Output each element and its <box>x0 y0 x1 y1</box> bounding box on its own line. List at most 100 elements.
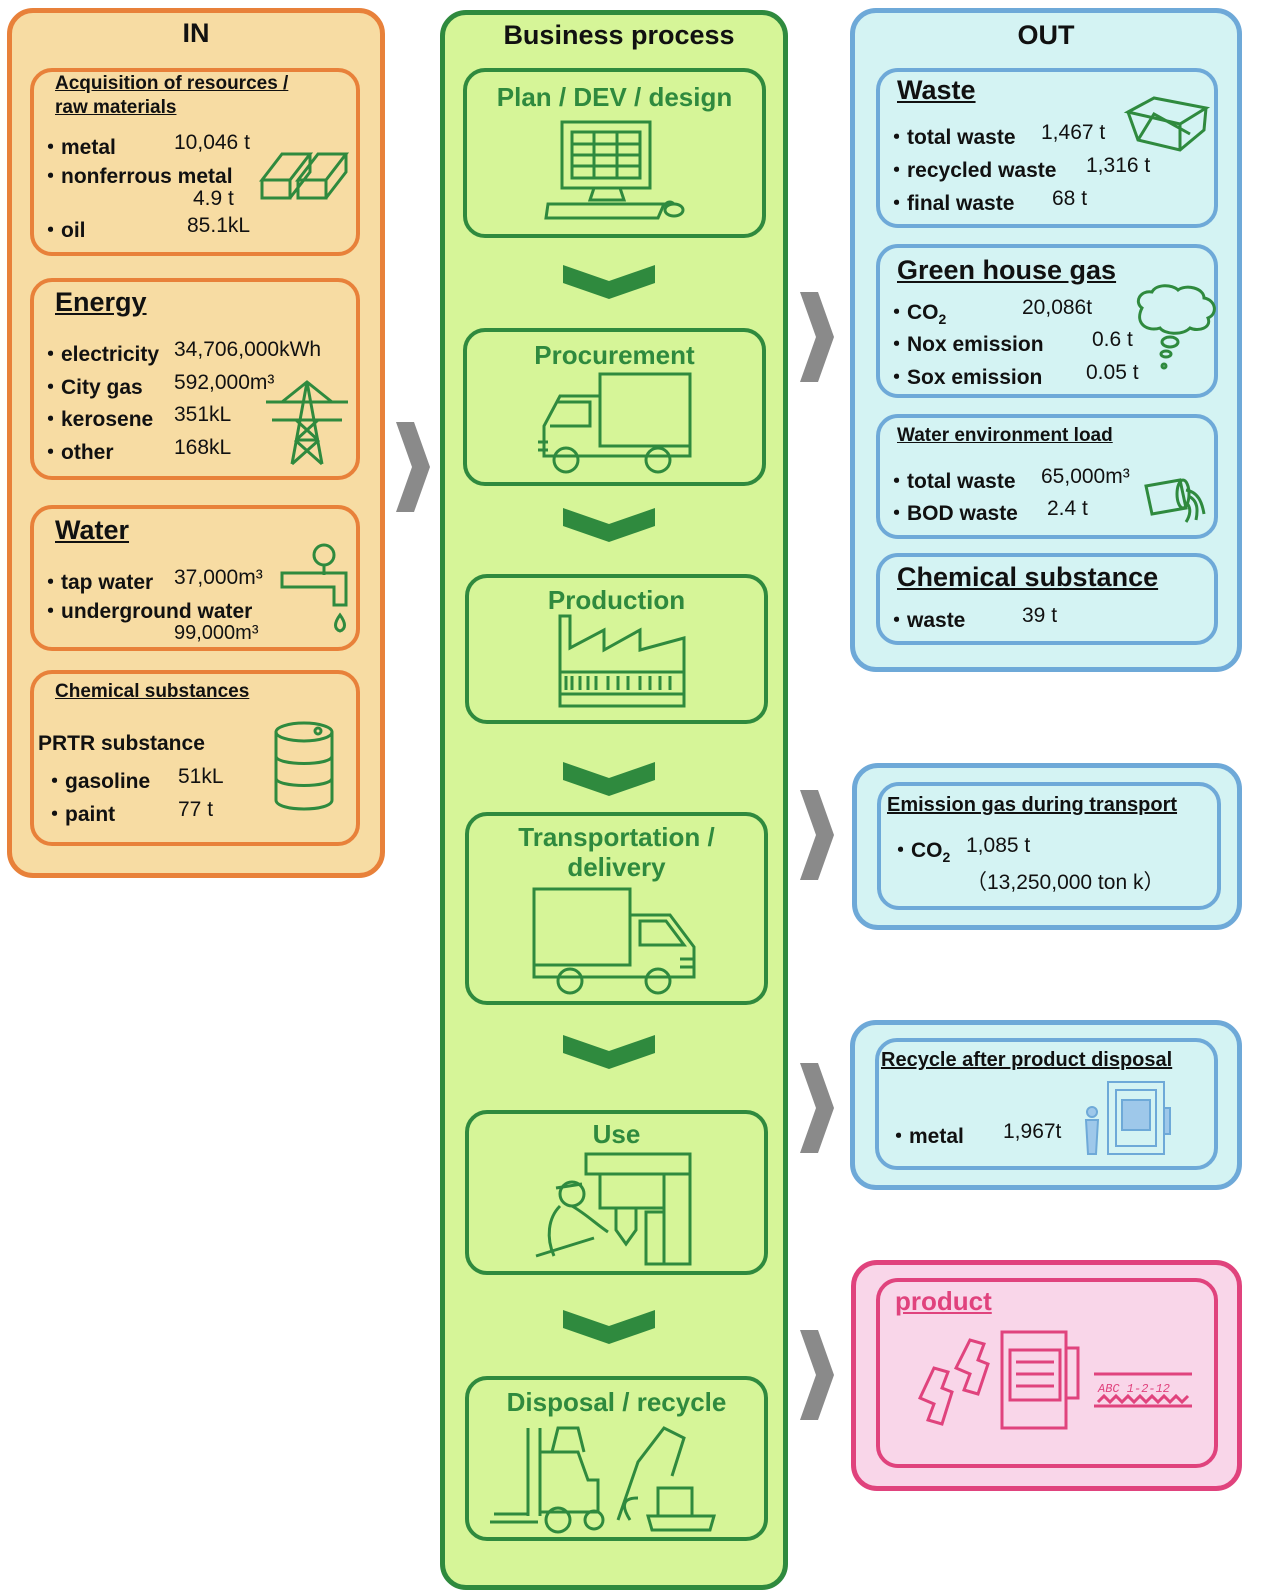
press-machine-icon <box>1084 1081 1171 1155</box>
chevron-down-icon <box>563 265 655 299</box>
step-procurement-label: Procurement <box>534 340 695 370</box>
arrow-transport <box>800 790 834 880</box>
gasoline-label: ・gasoline <box>44 770 151 793</box>
tap-value: 37,000m³ <box>174 566 263 589</box>
step-disposal-box: Disposal / recycle <box>465 1376 768 1541</box>
step-disposal-label: Disposal / recycle <box>506 1387 727 1417</box>
factory-icon <box>558 614 686 708</box>
arrow-process-to-out <box>800 292 834 382</box>
step-transport-label-2: delivery <box>567 852 666 882</box>
product-plate-text: ABC 1-2-12 <box>1097 1382 1170 1396</box>
recycle-metal-value: 1,967t <box>1003 1120 1062 1143</box>
oil-value: 85.1kL <box>187 214 251 237</box>
power-tower-icon <box>266 380 348 466</box>
water-box <box>30 505 360 651</box>
recycle-metal-label: ・metal <box>888 1125 964 1148</box>
forklift-excavator-icon <box>490 1426 716 1534</box>
recycled-waste-value: 1,316 t <box>1086 154 1151 177</box>
other-value: 168kL <box>174 436 232 459</box>
resources-title-1: Acquisition of resources / <box>55 73 289 94</box>
nox-label: ・Nox emission <box>886 333 1044 356</box>
ghg-title: Green house gas <box>897 255 1117 285</box>
electricity-value: 34,706,000kWh <box>174 338 322 361</box>
tap-label: ・tap water <box>40 571 154 594</box>
transport-box <box>877 782 1221 910</box>
recycled-waste-label: ・recycled waste <box>886 159 1057 182</box>
ghg-co2-text: ・CO <box>886 301 939 324</box>
kerosene-label: ・kerosene <box>40 408 154 431</box>
arrow-product <box>800 1330 834 1420</box>
waste-title: Waste <box>897 75 976 105</box>
citygas-label: ・City gas <box>40 376 143 399</box>
oil-label: ・oil <box>40 219 86 242</box>
cloud-icon <box>1136 284 1216 370</box>
waste-box <box>876 68 1218 228</box>
machine-operator-icon <box>535 1152 692 1266</box>
transport-title: Emission gas during transport <box>887 794 1178 816</box>
chemical-box <box>30 670 360 846</box>
recycle-title: Recycle after product disposal <box>881 1049 1173 1071</box>
final-waste-value: 68 t <box>1052 187 1088 210</box>
step-procurement-box: Procurement <box>463 328 766 486</box>
out-header: OUT <box>1017 20 1075 50</box>
drum-icon <box>274 721 334 811</box>
total-waste-label: ・total waste <box>886 126 1016 149</box>
product-title: product <box>895 1286 992 1316</box>
step-use-box: Use <box>465 1110 768 1275</box>
step-plan-label: Plan / DEV / design <box>496 82 733 112</box>
business-process-header: Business process <box>503 20 735 50</box>
step-transport-box: Transportation / delivery <box>465 812 768 1005</box>
metal-ingot-icon <box>258 152 350 200</box>
resources-title-2: raw materials <box>55 97 177 118</box>
bod-label: ・BOD waste <box>886 502 1018 525</box>
recycle-box <box>875 1038 1218 1170</box>
water-env-box <box>876 414 1218 539</box>
nox-value: 0.6 t <box>1092 328 1133 351</box>
pipe-outflow-icon <box>1144 478 1206 523</box>
faucet-icon <box>280 543 348 633</box>
water-title: Water <box>55 515 130 545</box>
gasoline-value: 51kL <box>178 765 224 788</box>
metal-label: ・metal <box>40 136 116 159</box>
ghg-co2-value: 20,086t <box>1022 296 1093 319</box>
underground-label: ・underground water <box>40 600 253 623</box>
citygas-value: 592,000m³ <box>174 371 275 394</box>
sox-value: 0.05 t <box>1086 361 1139 384</box>
ghg-co2-label: ・CO2 <box>886 296 946 327</box>
bod-value: 2.4 t <box>1047 497 1088 520</box>
underground-value: 99,000m³ <box>174 622 259 644</box>
chevron-down-icon <box>563 762 655 796</box>
in-header: IN <box>182 18 210 48</box>
chem-waste-label: ・waste <box>886 609 966 632</box>
arrow-in-to-process <box>396 422 430 512</box>
transport-co2-label: ・CO2 <box>890 834 950 865</box>
transport-tonk: （13,250,000 ton k） <box>966 871 1165 894</box>
step-production-box: Production <box>465 574 768 724</box>
business-process-panel <box>440 10 788 1590</box>
kerosene-value: 351kL <box>174 403 232 426</box>
water-total-value: 65,000m³ <box>1041 465 1130 488</box>
transport-co2-subscript: 2 <box>942 849 951 866</box>
transport-co2-value: 1,085 t <box>966 834 1031 857</box>
transport-co2-text: ・CO <box>890 839 943 862</box>
metal-value: 10,046 t <box>174 131 250 154</box>
out-chemical-title: Chemical substance <box>897 562 1159 592</box>
paint-value: 77 t <box>178 798 214 821</box>
sox-label: ・Sox emission <box>886 366 1043 389</box>
chevron-down-icon <box>563 1310 655 1344</box>
step-plan-box: Plan / DEV / design <box>463 68 766 238</box>
chevron-down-icon <box>563 508 655 542</box>
ghg-box <box>876 244 1218 398</box>
electricity-label: ・electricity <box>40 343 160 366</box>
chemical-title: Chemical substances <box>55 681 250 702</box>
waste-container-icon <box>1123 96 1211 152</box>
water-total-label: ・total waste <box>886 470 1016 493</box>
water-env-title: Water environment load <box>897 425 1113 446</box>
energy-title: Energy <box>55 287 147 317</box>
chem-waste-value: 39 t <box>1022 604 1058 627</box>
ghg-co2-subscript: 2 <box>938 311 947 328</box>
truck-icon <box>538 372 692 474</box>
nonferrous-value: 4.9 t <box>193 187 234 210</box>
product-press-icon: ABC 1-2-12 <box>917 1330 1192 1430</box>
computer-icon <box>544 120 685 220</box>
